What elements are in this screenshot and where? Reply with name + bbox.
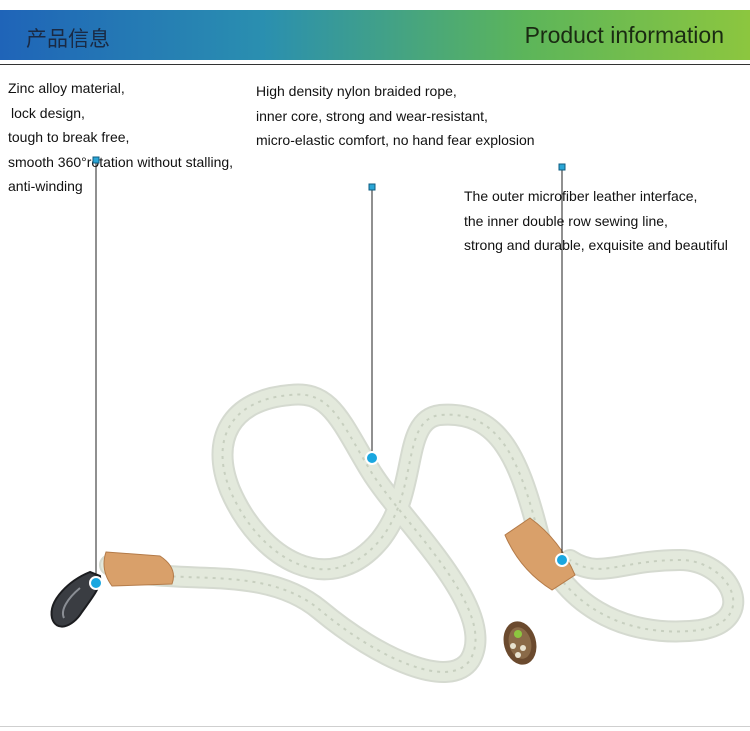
callout-nylon-line-3: micro-elastic comfort, no hand fear expl… — [256, 132, 535, 148]
paw-tag-icon — [503, 621, 537, 665]
callout-nylon-line-1: High density nylon braided rope, — [256, 83, 457, 99]
callout-leather-interface: The outer microfiber leather interface, … — [464, 184, 728, 258]
header-title-en: Product information — [524, 22, 724, 48]
leather-sleeve-right — [504, 517, 576, 591]
anchor-square-leather — [558, 163, 566, 171]
callout-leather-line-1: The outer microfiber leather interface, — [464, 188, 698, 204]
anchor-square-zinc — [92, 156, 100, 164]
marker-dot-nylon — [365, 451, 379, 465]
marker-dot-leather — [555, 553, 569, 567]
leather-sleeve-left — [103, 551, 174, 587]
marker-dot-zinc — [89, 576, 103, 590]
callout-zinc-line-2: lock design, — [11, 104, 85, 121]
header-banner: 产品信息 Product information — [0, 10, 750, 60]
bottom-divider — [0, 726, 750, 727]
callout-nylon-rope: High density nylon braided rope, inner c… — [256, 79, 535, 153]
callout-zinc-line-4: smooth 360°rotation without stalling, — [8, 153, 234, 170]
anchor-square-nylon — [368, 183, 376, 191]
callout-leather-line-3: strong and durable, exquisite and beauti… — [464, 237, 728, 253]
callout-zinc-line-5: anti-winding — [8, 178, 83, 194]
callout-zinc-alloy: Zinc alloy material, lock design, tough … — [8, 76, 233, 199]
rope — [101, 385, 743, 681]
header-divider — [0, 64, 750, 65]
header-title-cn: 产品信息 — [26, 27, 110, 51]
callout-leather-line-2: the inner double row sewing line, — [464, 212, 668, 229]
callout-zinc-line-1: Zinc alloy material, — [8, 80, 125, 96]
callout-nylon-line-2: inner core, strong and wear-resistant, — [256, 107, 488, 124]
callout-zinc-line-3: tough to break free, — [8, 129, 130, 145]
